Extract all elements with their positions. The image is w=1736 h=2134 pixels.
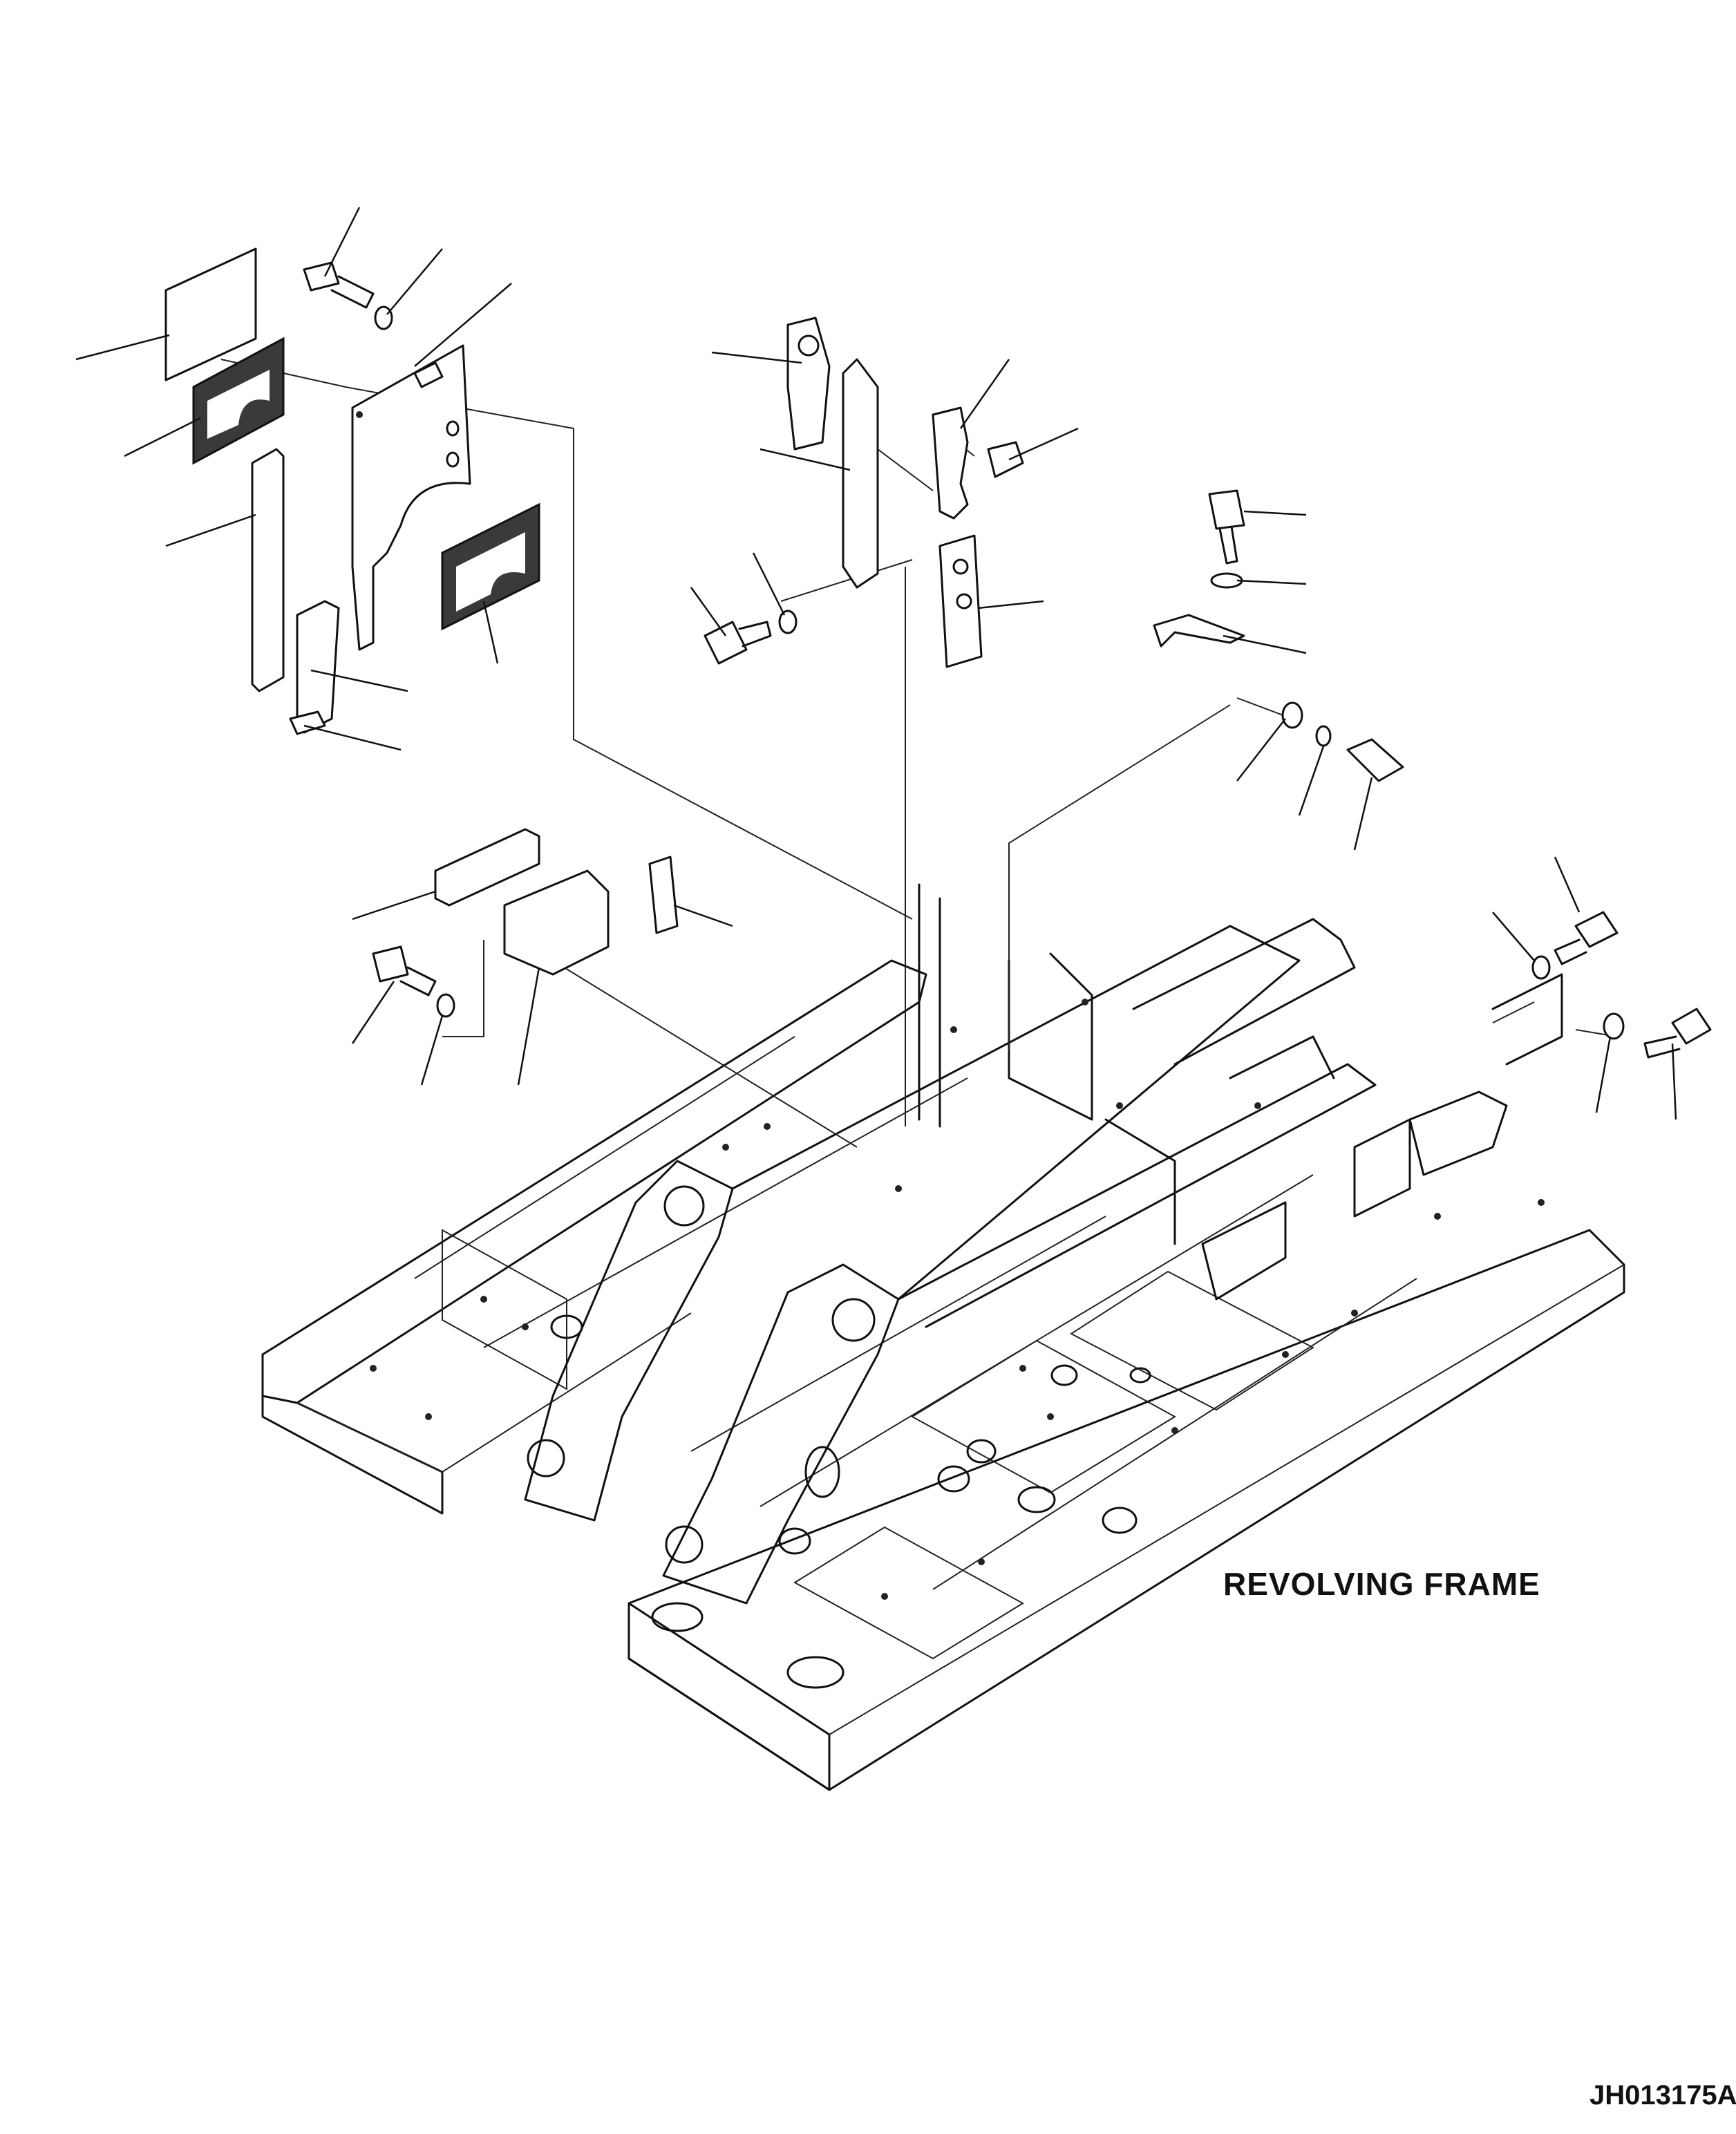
part-narrow-plate (786, 317, 831, 451)
part-bolt-vertical (1208, 489, 1245, 530)
part-washer-middle-left (436, 993, 455, 1018)
part-washer-right-1 (1281, 701, 1303, 729)
part-bolt-far-right-1 (1574, 911, 1619, 948)
right-side-bolts (1531, 911, 1712, 1059)
revolving-frame-label: REVOLVING FRAME (1223, 1566, 1540, 1602)
part-small-block-center (987, 441, 1024, 478)
part-washer-right-2 (1315, 725, 1332, 747)
cylinder-pin-boss-2 (665, 1525, 704, 1564)
part-washer-center (778, 610, 798, 634)
part-bracket-plate (351, 344, 471, 651)
frame-boom-bracket-right (662, 1263, 900, 1605)
part-angle-bracket (503, 869, 610, 976)
part-washer-far-right-1 (1531, 955, 1551, 980)
part-bolt-center (704, 621, 748, 665)
upper-left-parts (164, 247, 540, 735)
boom-pin-boss-2 (831, 1298, 876, 1342)
part-bolt-upper-left (303, 261, 340, 292)
part-washer-far-right-2 (1603, 1012, 1625, 1040)
frame-left-deck (261, 959, 927, 1404)
frame-boom-bracket-left (524, 1160, 734, 1522)
upper-center-parts (704, 317, 1024, 668)
callout-leaders (75, 207, 1677, 1120)
part-long-cover (842, 358, 879, 589)
upper-right-parts (1153, 489, 1404, 782)
frame-fastener-dots (370, 999, 1545, 1600)
part-small-pad (648, 856, 679, 934)
part-clip-bracket (1153, 614, 1245, 648)
part-bolt-middle-left (372, 945, 409, 983)
part-bent-bracket (932, 406, 969, 520)
part-plate-rect (164, 247, 257, 381)
frame-left-deck-side (261, 1353, 444, 1515)
part-bolt-far-right-2 (1671, 1008, 1712, 1045)
middle-left-parts (372, 828, 679, 1018)
part-flat-plate-holes (938, 534, 983, 668)
part-small-block-left (289, 710, 326, 735)
part-long-shim (434, 828, 540, 907)
cylinder-pin-boss-1 (527, 1439, 565, 1477)
frame-hole-1 (778, 1527, 811, 1555)
boom-pin-boss-1 (663, 1185, 705, 1227)
frame-rear-deck-front (628, 1602, 831, 1791)
revolving-frame (261, 883, 1625, 1791)
frame-floor-panels (414, 1036, 1417, 1590)
part-bolt-right (1346, 738, 1404, 782)
frame-center-beam (731, 925, 1301, 1301)
part-washer-upper-left (374, 305, 393, 330)
drawing-code-label: JH013175A (1589, 2080, 1736, 2111)
part-long-bar (251, 448, 285, 692)
